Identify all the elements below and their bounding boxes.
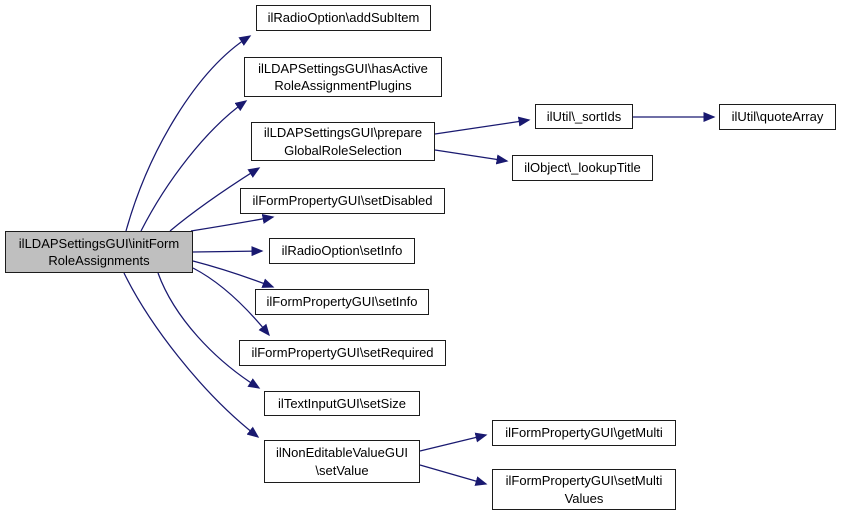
node-label-line: GlobalRoleSelection [284,142,402,158]
node-setrequired[interactable]: ilFormPropertyGUI\setRequired [239,340,446,366]
node-label-line: ilFormPropertyGUI\getMulti [505,425,663,441]
edge-initform-hasactive [140,100,248,232]
node-formproperty-setinfo[interactable]: ilFormPropertyGUI\setInfo [255,289,429,315]
node-label-line: ilNonEditableValueGUI [276,445,408,461]
node-label-line: ilFormPropertyGUI\setMulti [505,473,663,489]
edge-prepare-sortids [434,116,531,135]
node-hasactive-roleassignmentplugins[interactable]: ilLDAPSettingsGUI\hasActive RoleAssignme… [244,57,442,97]
node-label-line: ilLDAPSettingsGUI\initForm [18,235,180,251]
edge-initform-setdisabled [190,213,275,232]
node-setdisabled[interactable]: ilFormPropertyGUI\setDisabled [240,188,445,214]
node-label-line: ilRadioOption\addSubItem [267,10,420,26]
edge-initform-formsetinfo [192,260,275,288]
node-prepare-globalroleselection[interactable]: ilLDAPSettingsGUI\prepare GlobalRoleSele… [251,122,435,161]
node-label-line: ilFormPropertyGUI\setDisabled [252,193,433,209]
node-setmultivalues[interactable]: ilFormPropertyGUI\setMulti Values [492,469,676,510]
node-setsize[interactable]: ilTextInputGUI\setSize [264,391,420,416]
edge-initform-prepare [169,167,261,232]
node-label-line: ilUtil\_sortIds [546,108,622,124]
node-noneditablevalue-setvalue[interactable]: ilNonEditableValueGUI \setValue [264,440,420,483]
node-label-line: \setValue [315,462,369,478]
node-label-line: ilFormPropertyGUI\setRequired [251,345,434,361]
node-sortids[interactable]: ilUtil\_sortIds [535,104,633,129]
node-label-line: ilFormPropertyGUI\setInfo [266,294,418,310]
node-label-line: ilLDAPSettingsGUI\prepare [263,125,423,141]
node-getmulti[interactable]: ilFormPropertyGUI\getMulti [492,420,676,446]
node-label-line: RoleAssignmentPlugins [274,78,412,93]
edge-initform-radiosetinfo [192,246,264,257]
node-initform-roleassignments[interactable]: ilLDAPSettingsGUI\initForm RoleAssignmen… [5,231,193,273]
node-label-line: ilObject\_lookupTitle [524,160,641,176]
node-quotearray[interactable]: ilUtil\quoteArray [719,104,836,130]
node-label-line: RoleAssignments [48,253,150,268]
node-radiooption-setinfo[interactable]: ilRadioOption\setInfo [269,238,415,264]
node-label-line: ilUtil\quoteArray [731,109,824,125]
edge-setvalue-setmulti [419,464,488,486]
node-label-line: ilTextInputGUI\setSize [278,395,406,411]
node-label-line: ilLDAPSettingsGUI\hasActive [258,60,428,76]
edge-initform-addsubitem [125,35,252,232]
node-addsubitem[interactable]: ilRadioOption\addSubItem [256,5,431,31]
edge-setvalue-getmulti [419,432,488,452]
node-label-line: ilRadioOption\setInfo [281,243,403,259]
edge-initform-setsize [157,272,261,389]
edge-initform-setrequired [192,267,270,337]
node-label-line: Values [564,490,604,506]
edge-prepare-lookuptitle [434,149,509,165]
edge-initform-setvalue [123,272,260,438]
node-lookuptitle[interactable]: ilObject\_lookupTitle [512,155,653,181]
